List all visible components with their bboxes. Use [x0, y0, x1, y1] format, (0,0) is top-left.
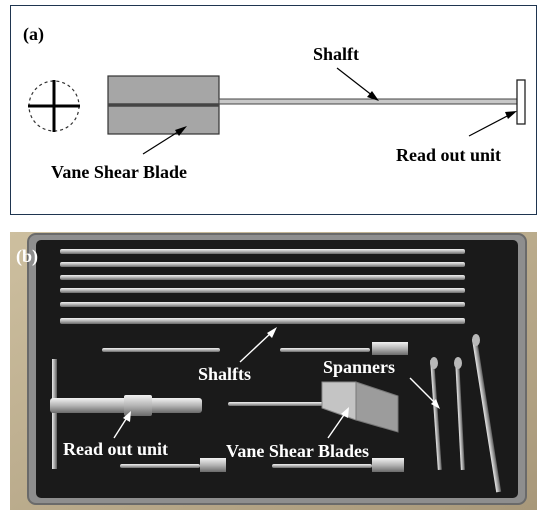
- panel-b-tag: (b): [16, 246, 38, 267]
- vane-shear-blade: [107, 75, 220, 135]
- blade-arrow: [142, 126, 187, 155]
- shaft-label: Shalft: [313, 44, 359, 64]
- equipment-case-illustration: (b) Shalfts Spanners Read out unit Vane …: [10, 232, 537, 510]
- blades-label: Vane Shear Blades: [226, 441, 369, 461]
- spanners: [430, 334, 502, 493]
- readout-arrow: [468, 111, 517, 137]
- shafts-label: Shalfts: [198, 364, 251, 384]
- blade-cross-section: [28, 80, 80, 132]
- equipment-photo: (b) Shalfts Spanners Read out unit Vane …: [10, 232, 537, 510]
- readout-label: Read out unit: [396, 145, 501, 165]
- short-shafts: [102, 342, 408, 472]
- readout-arrow-photo: [113, 411, 131, 439]
- shafts-arrow: [239, 327, 277, 363]
- readout-unit: [516, 79, 526, 125]
- shaft: [218, 98, 518, 105]
- blades-arrow: [327, 407, 349, 439]
- readout-label-photo: Read out unit: [63, 439, 168, 459]
- readout-unit-tool: [50, 359, 202, 469]
- spanners-label: Spanners: [323, 357, 395, 377]
- schematic-panel: (a) Shalft Vane Shear Blade: [10, 5, 537, 215]
- long-shafts: [60, 249, 465, 324]
- spanners-arrow: [409, 377, 440, 409]
- blade-label: Vane Shear Blade: [51, 162, 187, 182]
- schematic-drawing: (a) Shalft Vane Shear Blade: [23, 24, 526, 182]
- panel-a-tag: (a): [23, 24, 44, 45]
- shaft-arrow: [336, 67, 379, 101]
